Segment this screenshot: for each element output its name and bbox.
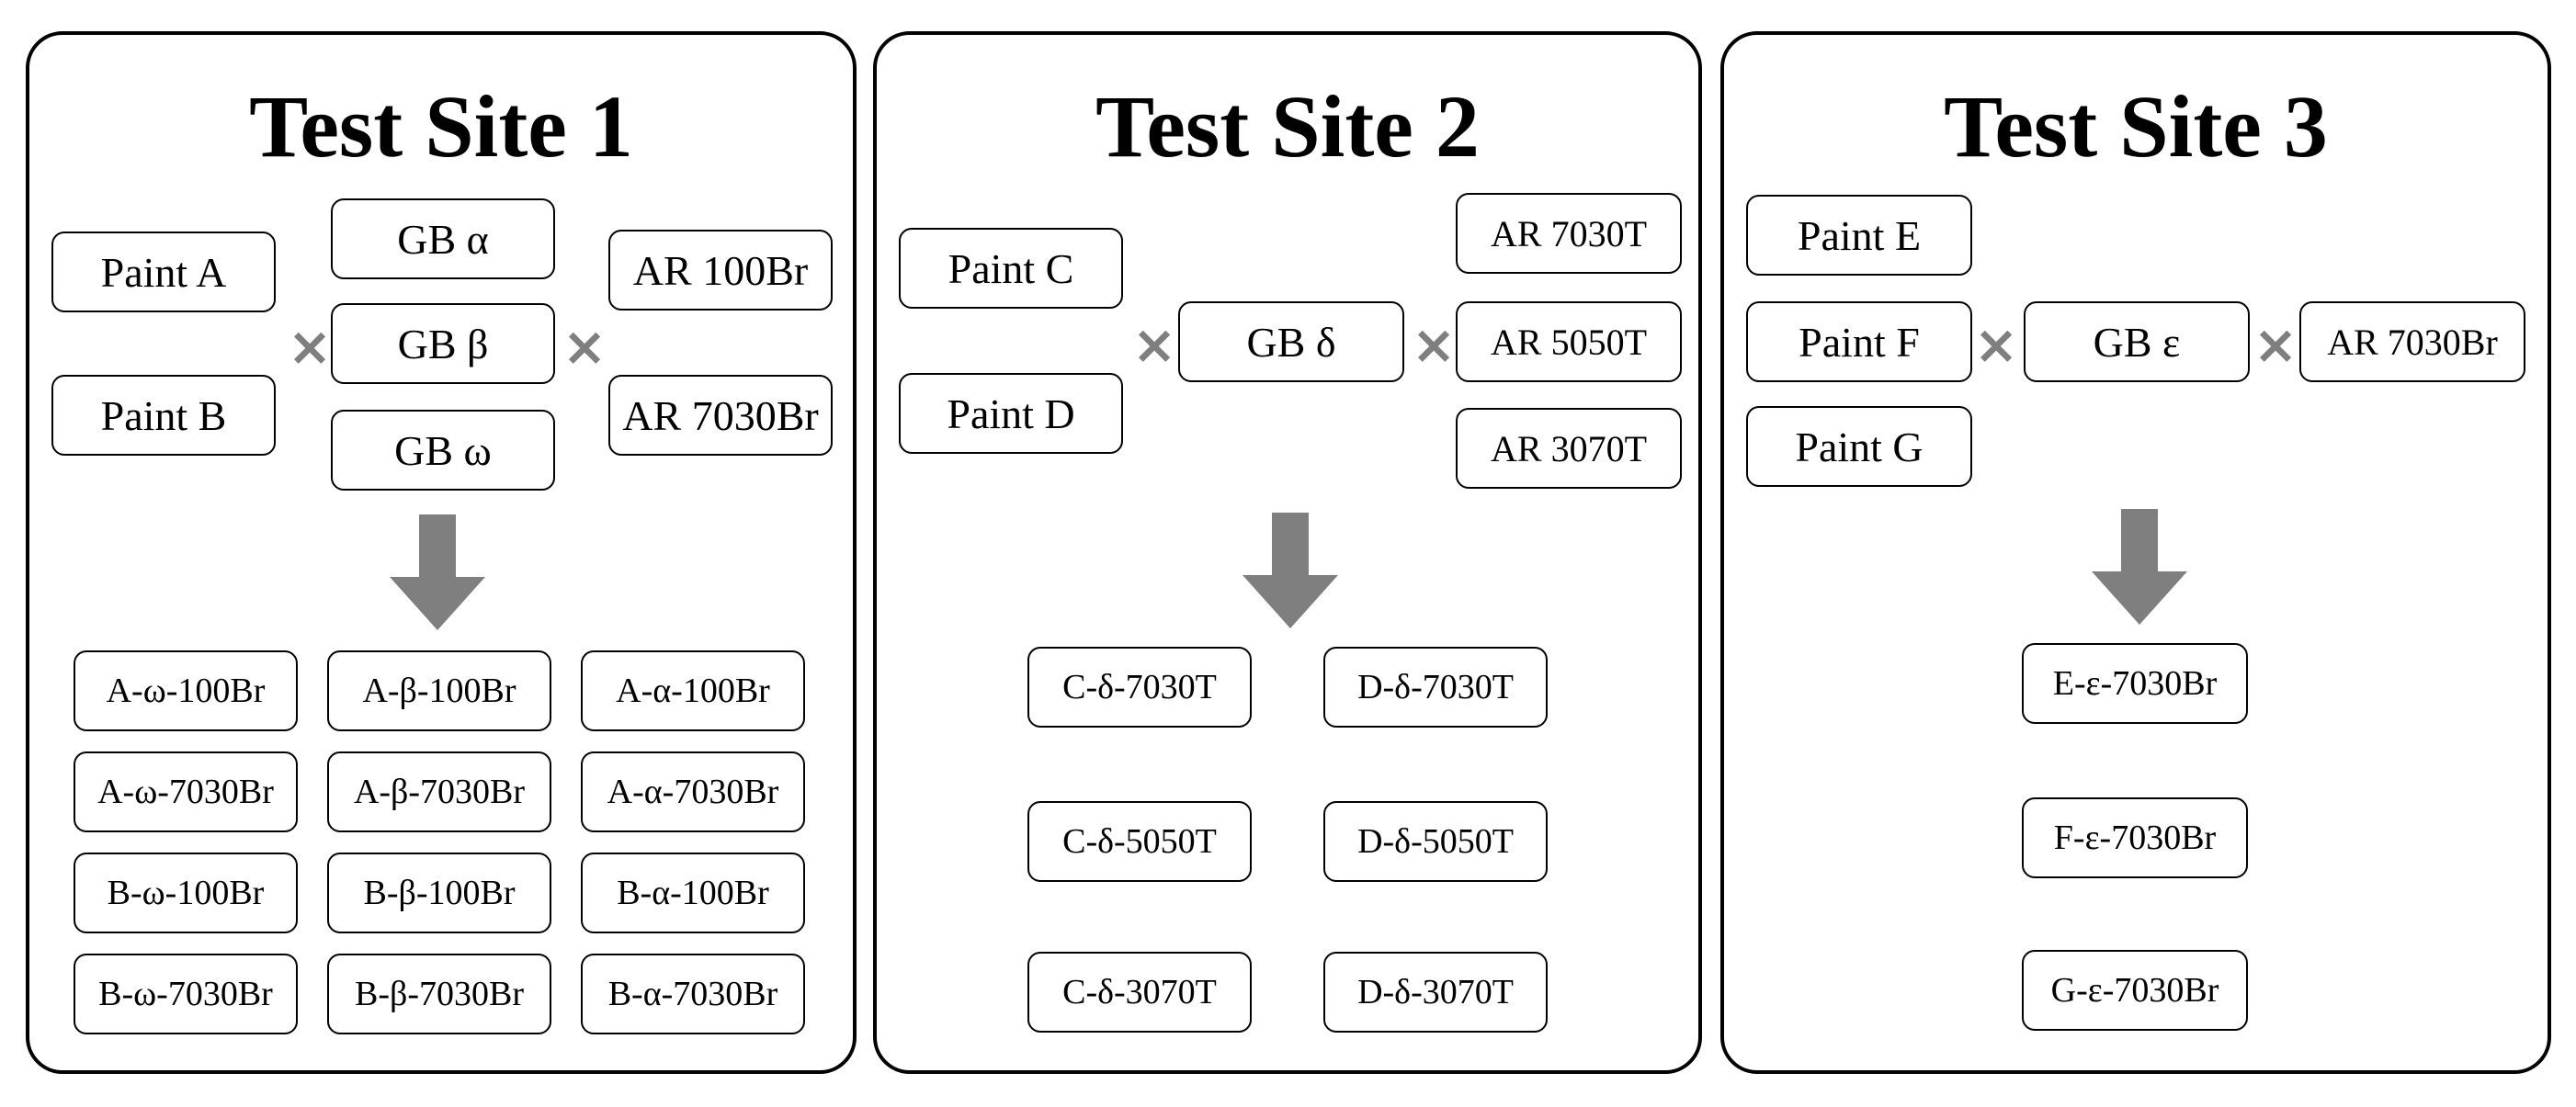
paint-box: Paint F	[1746, 301, 1972, 382]
ar-box: AR 5050T	[1456, 301, 1682, 382]
multiply-icon: ×	[2253, 313, 2298, 376]
test-site-3-panel: Test Site 3 Paint E Paint F Paint G × GB…	[1720, 31, 2551, 1074]
paint-box: Paint E	[1746, 195, 1972, 276]
site-title: Test Site 3	[1944, 77, 2328, 175]
test-site-1-panel: Test Site 1 Paint A Paint B × GB α GB β …	[26, 31, 857, 1074]
test-site-2-panel: Test Site 2 Paint C Paint D × GB δ × AR …	[873, 31, 1702, 1074]
output-combination-box: A-ω-100Br	[74, 650, 298, 731]
multiply-icon: ×	[287, 315, 333, 378]
output-combination-box: G-ε-7030Br	[2022, 950, 2248, 1031]
output-combination-box: C-δ-3070T	[1027, 952, 1252, 1033]
output-combination-box: D-δ-3070T	[1323, 952, 1548, 1033]
output-combination-box: A-β-100Br	[327, 650, 551, 731]
ar-box: AR 7030Br	[608, 375, 833, 456]
output-combination-box: B-ω-7030Br	[74, 954, 298, 1034]
down-arrow-icon	[2092, 509, 2187, 625]
output-combination-box: A-β-7030Br	[327, 751, 551, 832]
down-arrow-icon	[390, 514, 485, 630]
glass-bead-box: GB δ	[1178, 301, 1404, 382]
glass-bead-box: GB α	[331, 198, 555, 279]
multiply-icon: ×	[1411, 313, 1457, 376]
output-combination-box: B-β-100Br	[327, 853, 551, 933]
glass-bead-box: GB ω	[331, 410, 555, 491]
glass-bead-box: GB β	[331, 303, 555, 384]
output-combination-box: A-α-100Br	[581, 650, 805, 731]
paint-box: Paint A	[51, 232, 276, 312]
paint-box: Paint D	[899, 373, 1123, 454]
multiply-icon: ×	[1973, 313, 2019, 376]
output-combination-box: A-ω-7030Br	[74, 751, 298, 832]
output-combination-box: C-δ-7030T	[1027, 647, 1252, 728]
output-combination-box: A-α-7030Br	[581, 751, 805, 832]
ar-box: AR 7030Br	[2299, 301, 2525, 382]
ar-box: AR 3070T	[1456, 408, 1682, 489]
site-title: Test Site 1	[249, 77, 633, 175]
down-arrow-icon	[1243, 513, 1338, 628]
output-combination-box: C-δ-5050T	[1027, 801, 1252, 882]
output-combination-box: B-ω-100Br	[74, 853, 298, 933]
multiply-icon: ×	[562, 315, 607, 378]
multiply-icon: ×	[1131, 313, 1177, 376]
output-combination-box: E-ε-7030Br	[2022, 643, 2248, 724]
ar-box: AR 100Br	[608, 230, 833, 311]
paint-box: Paint B	[51, 375, 276, 456]
output-combination-box: F-ε-7030Br	[2022, 797, 2248, 878]
output-combination-box: D-δ-5050T	[1323, 801, 1548, 882]
glass-bead-box: GB ε	[2024, 301, 2250, 382]
output-combination-box: B-α-7030Br	[581, 954, 805, 1034]
output-combination-box: B-α-100Br	[581, 853, 805, 933]
site-title: Test Site 2	[1095, 77, 1480, 175]
output-combination-box: B-β-7030Br	[327, 954, 551, 1034]
paint-box: Paint C	[899, 228, 1123, 309]
paint-box: Paint G	[1746, 406, 1972, 487]
output-combination-box: D-δ-7030T	[1323, 647, 1548, 728]
ar-box: AR 7030T	[1456, 193, 1682, 274]
